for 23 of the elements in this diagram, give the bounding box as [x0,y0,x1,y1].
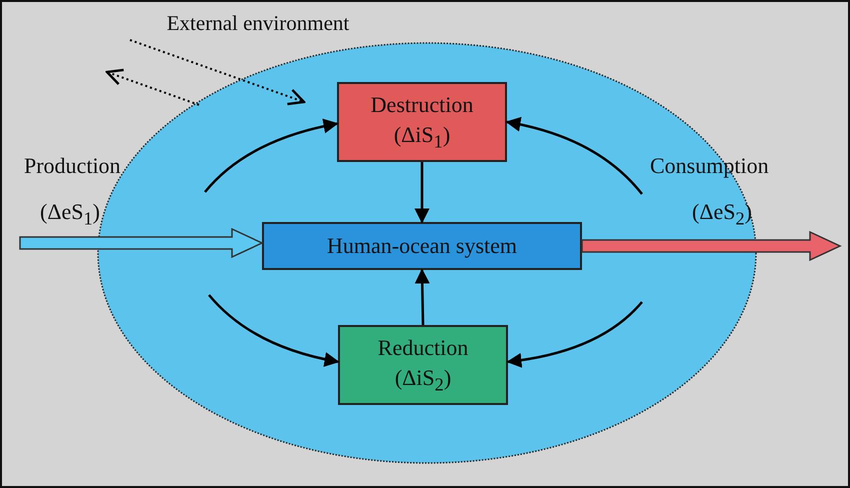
process-box [337,82,507,162]
node-title: Human-ocean system [327,234,517,258]
block-arrow [581,230,842,262]
node-title: Destruction [370,92,474,117]
flow-formula: (ΔeS$_{2}$) [692,200,752,229]
dotted-arrow [130,39,306,106]
arrow [506,117,643,195]
dotted-arrow [106,68,200,106]
node-formula: (ΔiS$_{2}$) [394,366,452,394]
process-box [338,325,508,405]
arrow [204,118,338,193]
flow-label: Consumption [650,154,769,178]
arrow [414,268,430,326]
node-title: External environment [166,12,350,36]
flow-label: Production [24,154,121,178]
arrow [414,162,430,224]
arrow [208,294,340,367]
node-title: Reduction [378,336,468,360]
block-arrow [19,228,264,258]
node-formula: (ΔiS$_{1}$) [394,122,450,152]
flow-formula: (ΔeS$_{1}$) [40,200,100,229]
arrow [506,301,643,368]
process-box [262,222,582,270]
